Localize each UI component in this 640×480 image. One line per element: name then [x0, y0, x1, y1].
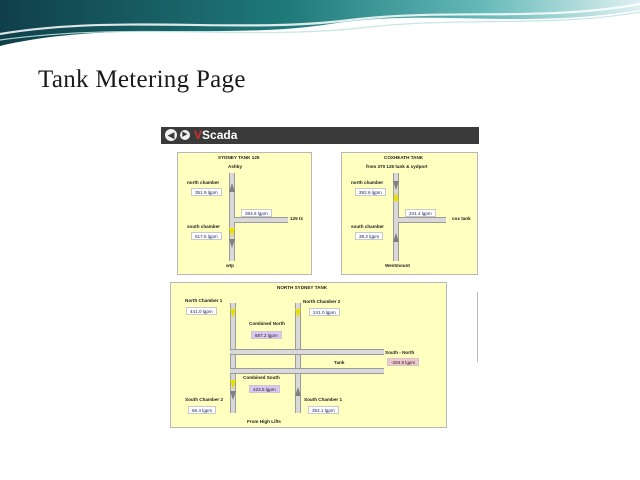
app-brand-logo: VScada — [194, 128, 238, 142]
bottom-label: wtp — [226, 263, 234, 268]
south-chamber-2-value: 66.4 lgpm — [188, 406, 217, 414]
right-label: cox tank — [452, 216, 471, 221]
south-north-value: -283.9 lgpm — [387, 358, 420, 366]
panel-title: SYDNEY TANK 125 — [218, 155, 260, 160]
back-arrow-icon[interactable]: ◀ — [165, 129, 177, 141]
flow-arrow-icon — [230, 391, 236, 400]
south-north-label: South - North — [385, 350, 415, 355]
south-chamber-value: 38.2 lgpm — [355, 232, 384, 240]
tank-label: Tank — [334, 360, 345, 365]
bottom-label: Westmount — [385, 263, 410, 268]
combined-south-label: Combined South — [243, 375, 280, 380]
horizontal-pipe — [398, 217, 446, 223]
north-chamber-label: north chamber — [351, 180, 384, 185]
south-chamber-1-label: South Chamber 1 — [304, 397, 343, 402]
top-label: from 370 125 tank & sydport — [366, 164, 428, 169]
flow-arrow-icon — [230, 309, 236, 318]
bottom-label: From High Lifts — [247, 419, 281, 424]
north-chamber-1-label: North Chamber 1 — [185, 298, 223, 303]
horizontal-pipe — [234, 217, 288, 223]
north-chamber-2-label: North Chamber 2 — [303, 299, 341, 304]
flow-arrow-icon — [295, 309, 301, 318]
south-flow-arrow-icon — [229, 228, 235, 237]
south-chamber-value: 517.5 lgpm — [191, 232, 222, 240]
north-chamber-2-value: 241.0 lgpm — [309, 308, 340, 316]
app-toolbar: ◀ ▶ VScada — [161, 127, 479, 144]
combined-south-value: 423.5 lgpm — [249, 385, 280, 393]
left-vertical-pipe — [230, 303, 236, 413]
coxheath-tank-panel: COXHEATH TANK from 370 125 tank & sydpor… — [341, 152, 478, 275]
north-chamber-value: 351.9 lgpm — [191, 188, 222, 196]
flow-arrow-icon — [230, 380, 236, 389]
north-flow-arrow-icon — [393, 192, 399, 201]
panel-title: COXHEATH TANK — [384, 155, 424, 160]
top-label: Ashby — [228, 164, 243, 169]
right-label: 125 tx — [290, 216, 304, 221]
slide-title: Tank Metering Page — [38, 66, 246, 93]
north-sydney-tank-panel: NORTH SYDNEY TANK North Chamber 1 441.0 … — [170, 282, 447, 428]
flow-value: 384.6 lgpm — [241, 209, 272, 217]
flow-arrow-icon — [295, 387, 301, 396]
south-chamber-2-label: South Chamber 2 — [185, 397, 224, 402]
header-wave-decoration — [0, 0, 640, 48]
forward-arrow-icon[interactable]: ▶ — [180, 130, 190, 140]
north-flow-arrow-icon — [393, 181, 399, 190]
panel-title: NORTH SYDNEY TANK — [277, 285, 328, 290]
upper-horizontal-pipe — [230, 349, 384, 355]
combined-north-label: Combined North — [249, 321, 285, 326]
right-vertical-pipe — [295, 303, 301, 413]
north-chamber-value: 392.6 lgpm — [355, 188, 386, 196]
north-flow-arrow-icon — [229, 183, 235, 192]
south-chamber-label: south chamber — [187, 224, 220, 229]
combined-north-value: 687.2 lgpm — [251, 331, 282, 339]
south-chamber-1-value: 354.1 lgpm — [308, 406, 339, 414]
south-flow-arrow-icon — [229, 239, 235, 248]
south-flow-arrow-icon — [393, 233, 399, 242]
sydney-tank-panel: SYDNEY TANK 125 Ashby north chamber 351.… — [177, 152, 312, 275]
lower-horizontal-pipe — [230, 368, 384, 374]
south-chamber-label: south chamber — [351, 224, 384, 229]
flow-value: 341.4 lgpm — [405, 209, 436, 217]
north-chamber-label: north chamber — [187, 180, 220, 185]
north-chamber-1-value: 441.0 lgpm — [186, 307, 217, 315]
panel-edge-divider — [477, 292, 478, 362]
